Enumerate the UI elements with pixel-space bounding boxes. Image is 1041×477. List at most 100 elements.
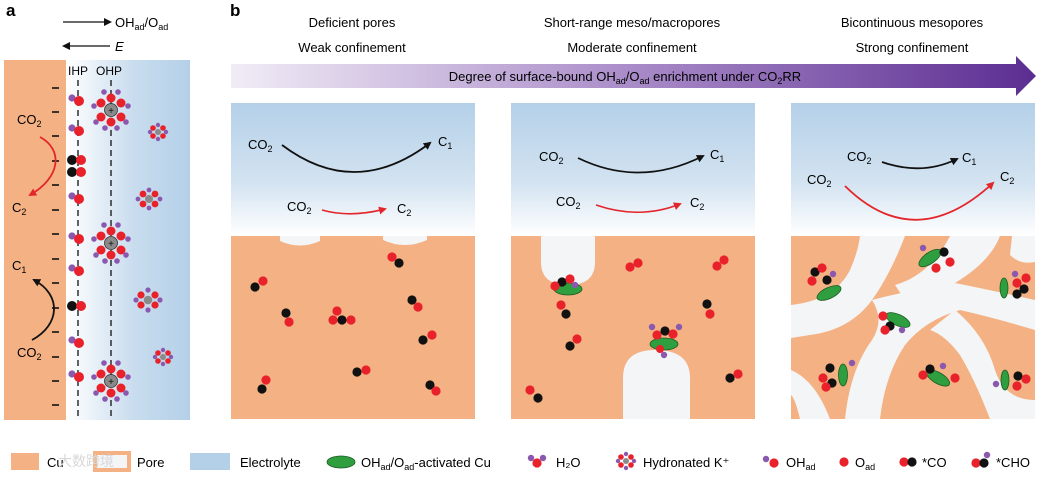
field-arrow-label: E xyxy=(115,39,124,54)
ihp-label: IHP xyxy=(68,64,88,78)
co-adsorbate xyxy=(67,167,86,177)
col2-c2: C2 xyxy=(690,195,704,212)
legend-activated-swatch xyxy=(326,455,356,469)
col2-molecules xyxy=(525,255,743,403)
legend-co-label: *CO xyxy=(922,455,947,470)
oad-atom xyxy=(712,255,729,271)
oad-atom xyxy=(281,308,294,327)
legend-hydronated-k-label: Hydronated K⁺ xyxy=(643,455,729,470)
oad-atom xyxy=(352,365,371,377)
oad-atom xyxy=(625,258,643,272)
col3-subtitle: Strong confinement xyxy=(856,40,969,55)
legend-ohad-label: OHad xyxy=(786,455,816,472)
col3-c2: C2 xyxy=(1000,169,1014,186)
col2-box: CO2 C1 CO2 C2 xyxy=(511,103,755,419)
activated-cu-site xyxy=(550,274,583,296)
col1-c1-arrow xyxy=(281,141,432,173)
ohad-molecule xyxy=(68,370,84,382)
co-adsorbate xyxy=(67,301,86,311)
col2-c2-arrow xyxy=(595,202,682,214)
oad-atom xyxy=(702,299,715,319)
legend-oad-icon xyxy=(839,457,849,467)
col3-box: CO2 C1 CO2 C2 xyxy=(791,103,1035,419)
col1-subtitle: Weak confinement xyxy=(298,40,406,55)
a-co2-to-c2-arrow xyxy=(28,136,57,196)
ohad-molecule xyxy=(68,192,84,204)
oad-atom xyxy=(425,380,441,396)
activated-cu-site xyxy=(918,362,960,387)
col2-subtitle: Moderate confinement xyxy=(567,40,697,55)
ohad-molecule xyxy=(68,232,84,244)
legend-cho-label: *CHO xyxy=(996,455,1030,470)
ohp-label: OHP xyxy=(96,64,122,78)
activated-cu-site xyxy=(807,263,842,301)
legend-cho-icon xyxy=(971,451,991,468)
a-co2-top: CO2 xyxy=(17,112,42,129)
col3-electrolyte xyxy=(791,103,1035,236)
hydronated-k-small xyxy=(133,122,174,367)
legend-cu-swatch xyxy=(11,453,39,470)
legend-co-icon xyxy=(899,457,917,467)
col3-molecules xyxy=(807,244,1031,392)
activated-cu-site xyxy=(918,244,955,273)
legend-ohad-icon xyxy=(762,455,779,468)
col1-pore-left xyxy=(280,236,320,246)
ohad-molecule xyxy=(68,336,84,348)
col1-pore-right xyxy=(383,236,427,245)
col1-c2: C2 xyxy=(397,201,411,218)
panel-a: a OHad/Oad E IHP OHP xyxy=(4,1,190,420)
oad-atom xyxy=(725,369,743,383)
activated-cu-site xyxy=(878,311,911,335)
col1-co2-lower: CO2 xyxy=(287,199,312,216)
cu-electrode xyxy=(4,60,66,420)
ohad-molecule xyxy=(68,94,84,106)
oad-atom xyxy=(525,385,543,403)
hydronated-k-large: + + + xyxy=(91,89,131,402)
a-co2-bottom: CO2 xyxy=(17,345,42,362)
oad-atom xyxy=(387,252,404,268)
legend-h2o-label: H₂O xyxy=(556,455,581,470)
ohad-molecule xyxy=(68,264,84,276)
col2-c1: C1 xyxy=(710,147,724,164)
legend-pore-swatch xyxy=(93,451,131,472)
svg-text:+: + xyxy=(108,239,114,250)
enrichment-arrow xyxy=(231,56,1036,96)
col2-electrolyte xyxy=(511,103,755,236)
oad-atom xyxy=(556,300,571,319)
a-c2-product: C2 xyxy=(12,200,26,217)
panel-b-label: b xyxy=(230,1,240,20)
col1-molecules xyxy=(250,252,441,396)
watermark: 大数跨境 xyxy=(58,453,114,469)
activated-cu-site xyxy=(818,359,856,392)
activated-cu-site xyxy=(992,369,1031,391)
oad-atom xyxy=(407,295,423,312)
oad-atom xyxy=(418,330,437,345)
oad-atom xyxy=(257,375,271,394)
col1-box: CO2 C1 CO2 C2 xyxy=(231,103,475,419)
legend-electrolyte-swatch xyxy=(190,453,230,470)
legend-hydronated-k-icon xyxy=(615,451,637,471)
ohad-molecule xyxy=(68,124,84,136)
enrichment-arrow-label: Degree of surface-bound OHad/Oad enrichm… xyxy=(449,69,801,86)
col2-pore-bottom xyxy=(623,350,690,419)
oad-atom xyxy=(250,276,268,292)
a-c1-product: C1 xyxy=(12,258,26,275)
col3-co2-lower: CO2 xyxy=(807,172,832,189)
col2-title: Short-range meso/macropores xyxy=(544,15,721,30)
col3-c2-arrow xyxy=(844,181,995,221)
svg-text:+: + xyxy=(108,106,114,117)
col3-title: Bicontinuous mesopores xyxy=(841,15,984,30)
oad-atom xyxy=(565,334,582,351)
activated-cu-site xyxy=(648,323,683,359)
col2-co2-lower: CO2 xyxy=(556,194,581,211)
legend-pore-label: Pore xyxy=(137,455,164,470)
co2-molecule xyxy=(328,306,356,325)
legend-h2o-icon xyxy=(527,454,547,468)
a-co2-to-c1-arrow xyxy=(31,279,55,341)
col1-co2-upper: CO2 xyxy=(248,137,273,154)
col3-c1-arrow xyxy=(881,158,959,170)
col1-c1: C1 xyxy=(438,134,452,151)
legend-electrolyte-label: Electrolyte xyxy=(240,455,301,470)
